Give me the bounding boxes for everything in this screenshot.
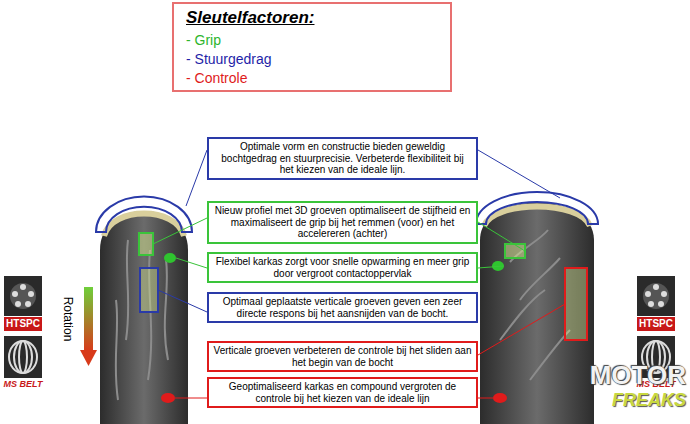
- key-factor: - Stuurgedrag: [186, 51, 438, 67]
- callout-text: Verticale groeven verbeteren de controle…: [213, 345, 472, 368]
- rotation-label: Rotation: [61, 289, 75, 349]
- callout-box: Flexibel karkas zorgt voor snelle opwarm…: [207, 252, 478, 283]
- callout-text: Flexibel karkas zorgt voor snelle opwarm…: [213, 256, 472, 279]
- callout-box: Verticale groeven verbeteren de controle…: [207, 341, 478, 372]
- callout-box: Optimaal geplaatste verticale groeven ge…: [207, 292, 478, 323]
- callout-box: Geoptimaliseerd karkas en compound vergr…: [207, 377, 478, 408]
- brand-label: MS BELT: [1, 379, 45, 389]
- brand-label: HTSPC: [637, 317, 675, 331]
- key-factor: - Grip: [186, 32, 438, 48]
- callout-text: Optimaal geplaatste verticale groeven ge…: [213, 296, 472, 319]
- brand-label: HTSPC: [4, 317, 42, 331]
- watermark: FREAKS: [600, 390, 686, 411]
- callout-text: Geoptimaliseerd karkas en compound vergr…: [213, 381, 472, 404]
- key-factor: - Controle: [186, 70, 438, 86]
- callout-box: Nieuw profiel met 3D groeven optimalisee…: [207, 201, 478, 244]
- callout-text: Nieuw profiel met 3D groeven optimalisee…: [213, 205, 472, 240]
- callout-box: Optimale vorm en constructie bieden gewe…: [207, 137, 478, 180]
- watermark: MOTOR: [578, 360, 686, 391]
- callout-text: Optimale vorm en constructie bieden gewe…: [213, 141, 472, 176]
- key-factors-box: Sleutelfactoren: - Grip - Stuurgedrag - Con…: [172, 2, 452, 92]
- heading: Sleutelfactoren:: [186, 8, 438, 28]
